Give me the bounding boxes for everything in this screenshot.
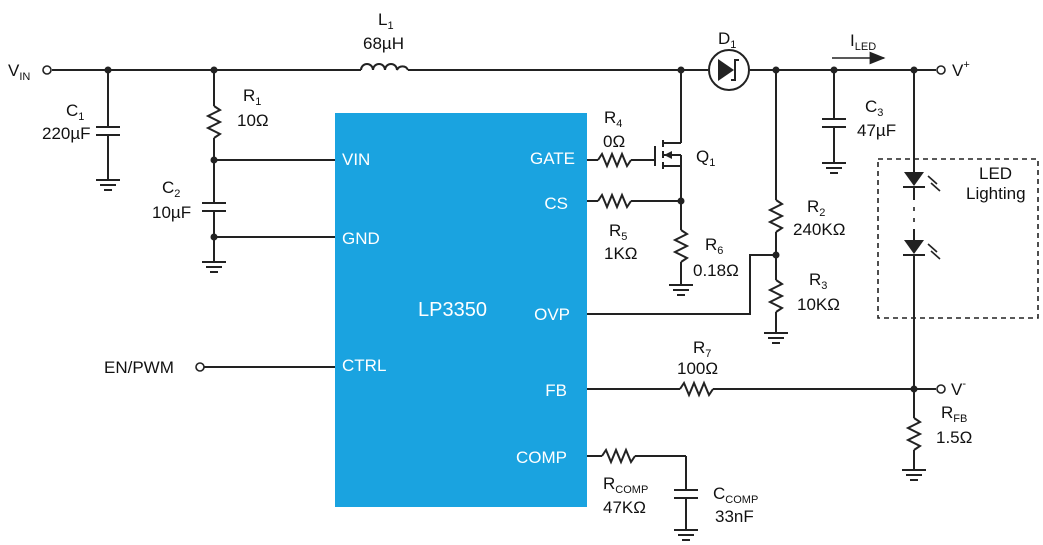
- diode-d1: [708, 49, 750, 91]
- c2-value: 10µF: [152, 203, 191, 222]
- d1-ref: D1: [718, 29, 736, 51]
- resistor-r6: [669, 201, 693, 296]
- rcomp-ref: RCOMP: [603, 474, 648, 496]
- c3-value: 47µF: [857, 121, 896, 140]
- r5-ref: R5: [609, 221, 627, 243]
- mosfet-q1: [654, 70, 682, 201]
- capacitor-c2: [202, 160, 226, 273]
- resistor-r4: [587, 151, 655, 169]
- vin-terminal: [42, 65, 52, 75]
- rfb-value: 1.5Ω: [936, 428, 972, 447]
- r7-ref: R7: [693, 338, 711, 360]
- resistor-r7: [587, 380, 936, 398]
- r5-value: 1KΩ: [604, 244, 638, 263]
- led-lighting-box: [877, 158, 1039, 319]
- r6-ref: R6: [705, 235, 723, 257]
- resistor-r5: [587, 192, 681, 210]
- capacitor-c3: [822, 70, 846, 174]
- resistor-rfb: [902, 389, 926, 481]
- l1-value: 68µH: [363, 34, 404, 53]
- pin-cs: CS: [544, 194, 568, 213]
- r2-value: 240KΩ: [793, 220, 845, 239]
- capacitor-ccomp: [674, 456, 698, 541]
- r4-ref: R4: [604, 108, 622, 130]
- vin-label: VIN: [8, 61, 30, 83]
- r2-ref: R2: [807, 197, 825, 219]
- led-box-line1: LED: [979, 164, 1012, 183]
- en-pwm-label: EN/PWM: [104, 358, 174, 377]
- pin-fb: FB: [545, 381, 567, 400]
- r6-value: 0.18Ω: [693, 261, 739, 280]
- resistor-r1: [205, 70, 223, 160]
- ic-name: LP3350: [418, 299, 487, 321]
- l1-ref: L1: [378, 10, 394, 32]
- c1-ref: C1: [66, 101, 84, 123]
- vplus-terminal: [936, 65, 946, 75]
- iled-label: ILED: [850, 31, 876, 53]
- r7-value: 100Ω: [677, 359, 718, 378]
- c1-value: 220µF: [42, 124, 91, 143]
- q1-ref: Q1: [696, 147, 715, 169]
- pin-gnd: GND: [342, 229, 380, 248]
- r1-ref: R1: [243, 86, 261, 108]
- resistor-r2: [767, 70, 785, 255]
- resistor-rcomp: [587, 447, 686, 465]
- r4-value: 0Ω: [603, 132, 625, 151]
- pin-ovp: OVP: [534, 305, 570, 324]
- ccomp-ref: CCOMP: [713, 484, 758, 506]
- pin-gate: GATE: [530, 149, 575, 168]
- c2-ref: C2: [162, 178, 180, 200]
- pin-comp: COMP: [516, 448, 567, 467]
- wire-ovp: [587, 254, 776, 315]
- pin-ctrl: CTRL: [342, 356, 386, 375]
- capacitor-c1: [96, 70, 120, 191]
- pin-vin: VIN: [342, 150, 370, 169]
- vminus-terminal: [936, 384, 946, 394]
- inductor-l1: [360, 63, 409, 71]
- c3-ref: C3: [865, 97, 883, 119]
- vplus-label: V+: [952, 59, 970, 80]
- resistor-r3: [764, 255, 788, 344]
- r1-value: 10Ω: [237, 111, 269, 130]
- ccomp-value: 33nF: [715, 507, 754, 526]
- vminus-label: V-: [951, 378, 966, 399]
- r3-ref: R3: [809, 270, 827, 292]
- rfb-ref: RFB: [941, 403, 967, 425]
- ic-block: [335, 113, 587, 507]
- rcomp-value: 47KΩ: [603, 498, 646, 517]
- r3-value: 10KΩ: [797, 295, 840, 314]
- en-pwm-terminal: [195, 362, 205, 372]
- led-string: [903, 70, 941, 389]
- led-box-line2: Lighting: [966, 184, 1026, 203]
